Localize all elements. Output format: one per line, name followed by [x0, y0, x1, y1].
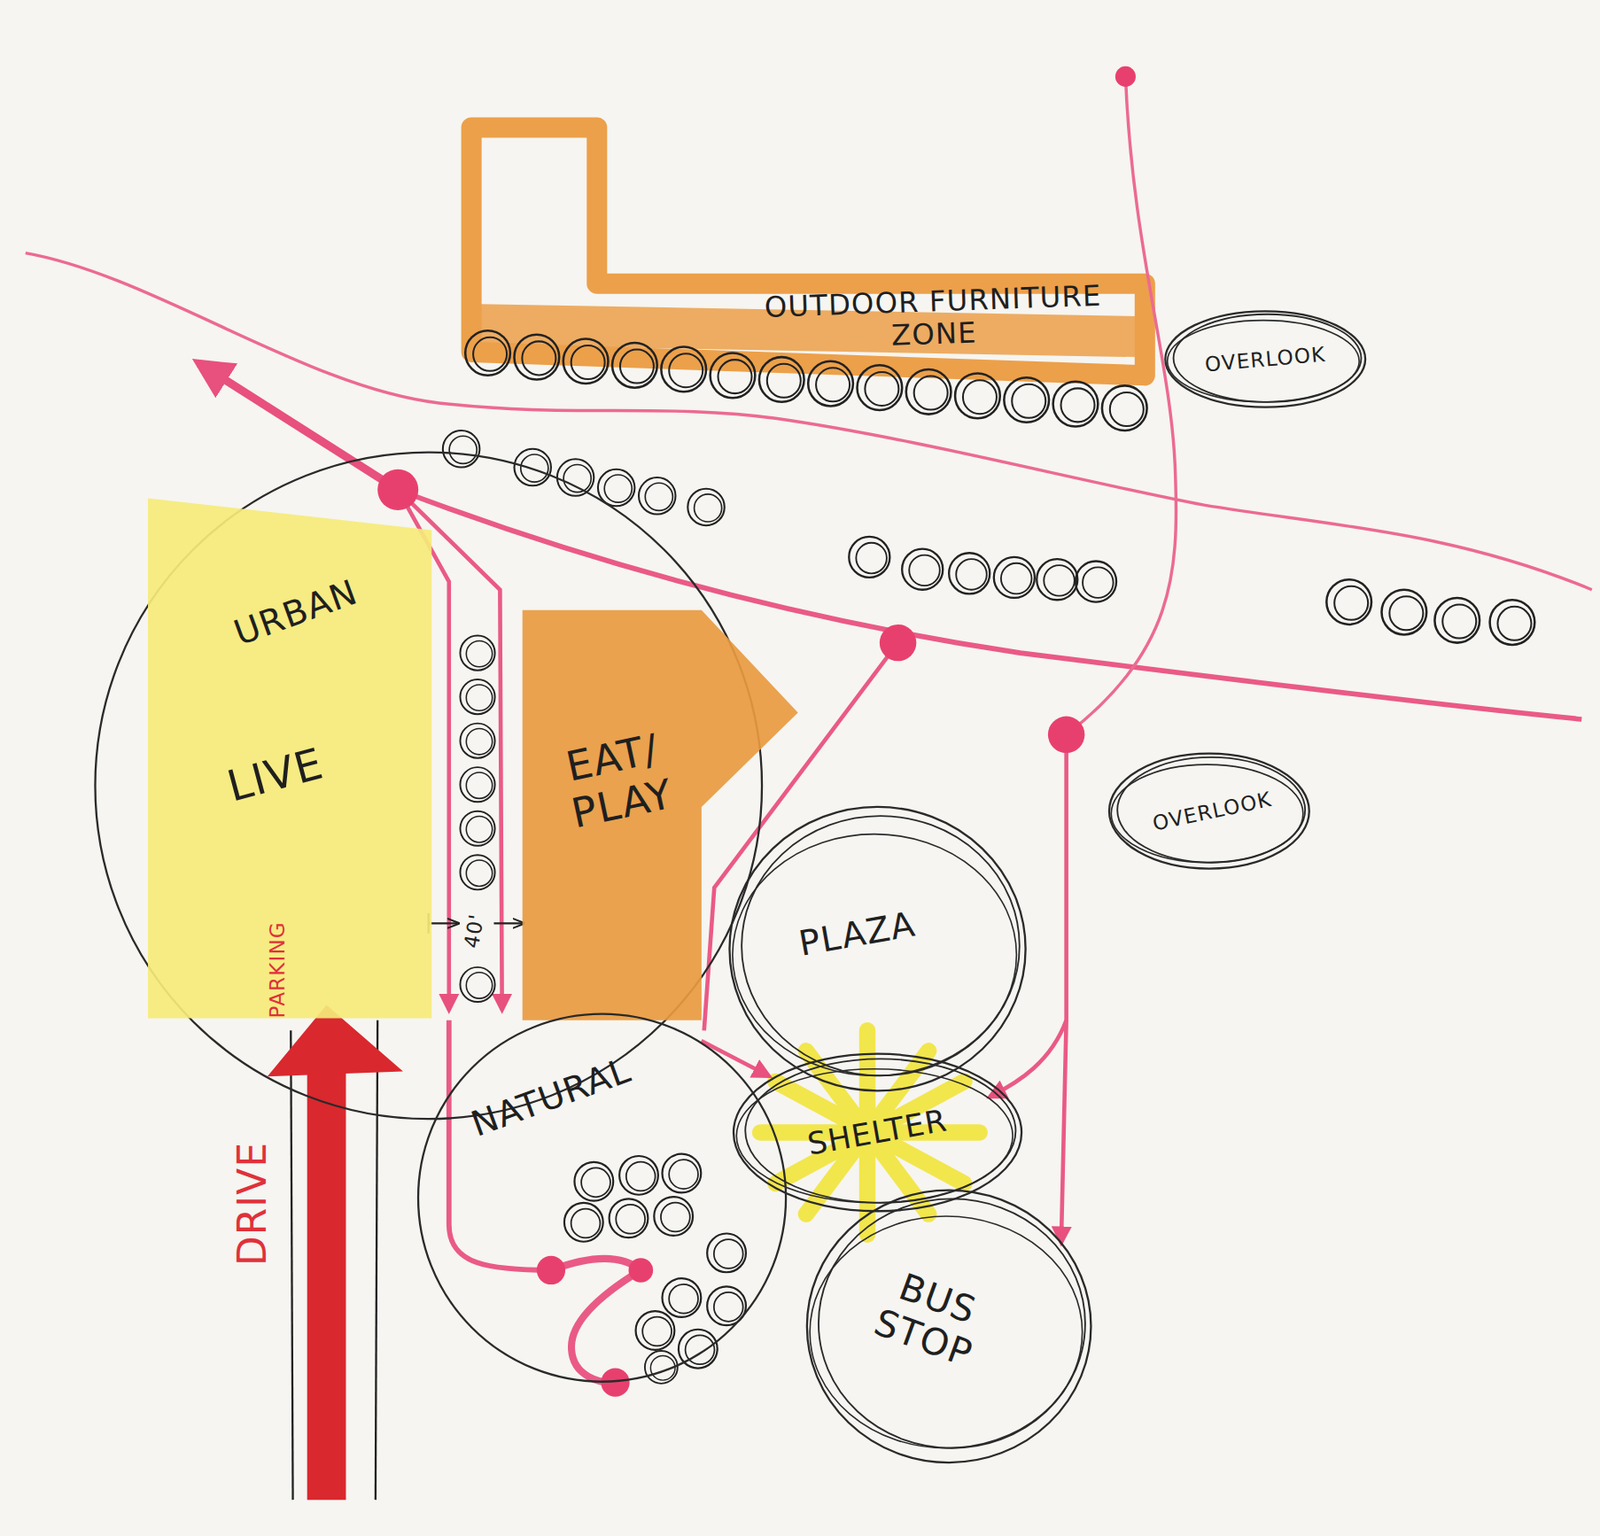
zone-label: PLAZA — [778, 900, 937, 967]
label-holder: DRIVE — [190, 1181, 315, 1227]
overlook-bubble: OVERLOOK — [1163, 308, 1367, 411]
bus-stop-bubble: BUS STOP — [804, 1181, 1095, 1472]
zone-label: BUS STOP — [854, 1256, 1008, 1382]
natural-bubble: NATURAL — [416, 1012, 788, 1384]
zone-label: NATURAL — [452, 1045, 649, 1150]
furniture-zone-band: OUTDOOR FURNITURE ZONE — [714, 286, 1164, 379]
shelter-bubble: SHELTER — [730, 1048, 1026, 1217]
parking-label: PARKING — [265, 921, 289, 1018]
urban-zone-circle: URBANLIVEEAT/ PLAY — [92, 449, 766, 1123]
zone-label: OVERLOOK — [1125, 781, 1300, 841]
zone-label: SHELTER — [793, 1101, 961, 1165]
live-zone: LIVE — [147, 488, 432, 1019]
zone-label: OVERLOOK — [1178, 340, 1353, 379]
eat-play-zone: EAT/ PLAY — [522, 610, 799, 1021]
zone-label: OUTDOOR FURNITURE ZONE — [738, 279, 1129, 358]
drive-label: DRIVE — [230, 1141, 275, 1267]
label-holder: PARKING — [229, 957, 327, 981]
dimension-label: 40' — [459, 911, 490, 950]
label-holder: 40' — [457, 918, 492, 942]
overlook-bubble: OVERLOOK — [1107, 750, 1312, 873]
